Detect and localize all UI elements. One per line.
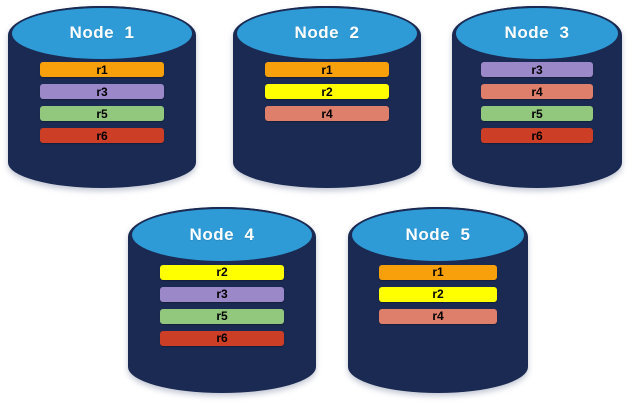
record-bar-r6[interactable]: r6: [39, 128, 165, 144]
node-4-label: Node 4: [189, 224, 255, 244]
node-2[interactable]: Node 2 r1 r2 r4: [233, 6, 421, 188]
record-bar-r5[interactable]: r5: [480, 106, 594, 122]
record-bar-r4[interactable]: r4: [480, 84, 594, 100]
node-1-label: Node 1: [69, 23, 135, 43]
node-1-record-list: r1 r3 r5 r6: [39, 62, 165, 150]
node-3[interactable]: Node 3 r3 r4 r5 r6: [452, 6, 622, 188]
node-4-record-list: r2 r3 r5 r6: [159, 264, 285, 353]
record-bar-r1[interactable]: r1: [264, 62, 390, 78]
record-bar-r3[interactable]: r3: [159, 286, 285, 302]
node-2-record-list: r1 r2 r4: [264, 62, 390, 128]
node-5-record-list: r1 r2 r4: [378, 264, 498, 331]
node-3-cylinder-top: [454, 6, 620, 61]
record-bar-r3[interactable]: r3: [39, 84, 165, 100]
node-5[interactable]: Node 5 r1 r2 r4: [348, 207, 528, 393]
record-bar-r6[interactable]: r6: [480, 128, 594, 144]
node-3-record-list: r3 r4 r5 r6: [480, 62, 594, 150]
node-2-label: Node 2: [294, 23, 360, 43]
node-4-cylinder-top: [130, 207, 314, 263]
node-4[interactable]: Node 4 r2 r3 r5 r6: [128, 207, 316, 393]
record-bar-r1[interactable]: r1: [378, 264, 498, 280]
record-bar-r1[interactable]: r1: [39, 62, 165, 78]
record-bar-r4[interactable]: r4: [378, 308, 498, 324]
record-bar-r6[interactable]: r6: [159, 330, 285, 346]
node-1[interactable]: Node 1 r1 r3 r5 r6: [8, 6, 196, 188]
node-3-label: Node 3: [504, 23, 570, 43]
record-bar-r5[interactable]: r5: [39, 106, 165, 122]
record-bar-r3[interactable]: r3: [480, 62, 594, 78]
node-2-cylinder-top: [235, 6, 419, 61]
record-bar-r4[interactable]: r4: [264, 106, 390, 122]
node-5-label: Node 5: [405, 224, 471, 244]
node-5-cylinder-top: [350, 207, 526, 263]
record-bar-r2[interactable]: r2: [378, 286, 498, 302]
record-bar-r2[interactable]: r2: [264, 84, 390, 100]
node-1-cylinder-top: [10, 6, 194, 61]
record-bar-r2[interactable]: r2: [159, 264, 285, 280]
record-bar-r5[interactable]: r5: [159, 308, 285, 324]
